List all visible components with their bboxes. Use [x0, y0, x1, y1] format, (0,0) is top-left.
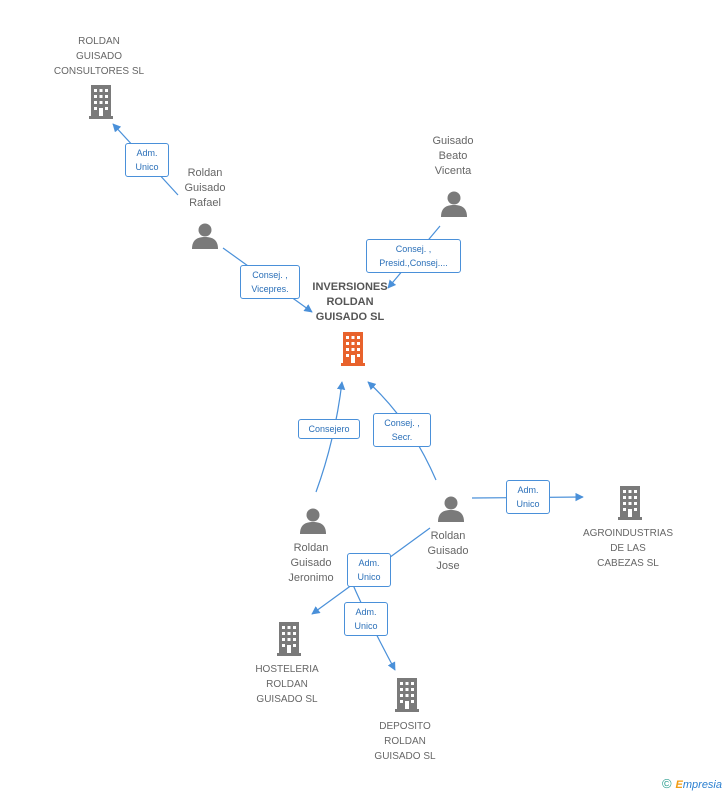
node-label-jose[interactable]: Roldan Guisado Jose: [427, 530, 469, 572]
node-label-deposito[interactable]: DEPOSITO ROLDAN GUISADO SL: [374, 721, 436, 762]
node-label-center[interactable]: INVERSIONES ROLDAN GUISADO SL: [312, 281, 388, 323]
node-label-rafael[interactable]: Roldan Guisado Rafael: [184, 167, 226, 209]
building-icon-roldan-consultores[interactable]: [89, 85, 113, 119]
person-icon-vicenta[interactable]: [441, 191, 467, 218]
node-label-hosteleria[interactable]: HOSTELERIA ROLDAN GUISADO SL: [255, 664, 319, 705]
brand-initial: E: [675, 779, 683, 791]
copyright-icon: ©: [661, 776, 672, 791]
edge-badge-vicenta-center[interactable]: Consej. , Presid.,Consej....: [366, 239, 461, 273]
node-label-vicenta[interactable]: Guisado Beato Vicenta: [432, 135, 474, 177]
edge-badge-rafael-consultores[interactable]: Adm. Unico: [125, 143, 169, 177]
node-label-roldan-consultores[interactable]: ROLDAN GUISADO CONSULTORES SL: [53, 36, 145, 77]
edge-badge-jose-deposito[interactable]: Adm. Unico: [344, 602, 388, 636]
person-icon-jose[interactable]: [438, 496, 464, 523]
building-icon-center[interactable]: [341, 332, 365, 366]
building-icon-deposito[interactable]: [395, 678, 419, 712]
building-icon-agroindustrias[interactable]: [618, 486, 642, 520]
edge-badge-jose-agro[interactable]: Adm. Unico: [506, 480, 550, 514]
edge-badge-jose-hosteleria[interactable]: Adm. Unico: [347, 553, 391, 587]
person-icon-rafael[interactable]: [192, 223, 218, 250]
person-icon-jeronimo[interactable]: [300, 508, 326, 535]
edge-badge-jose-center[interactable]: Consej. , Secr.: [373, 413, 431, 447]
node-label-jeronimo[interactable]: Roldan Guisado Jeronimo: [288, 542, 334, 584]
brand-name: mpresia: [682, 779, 722, 791]
edge-badge-rafael-center[interactable]: Consej. , Vicepres.: [240, 265, 300, 299]
edge-badge-jeronimo-center[interactable]: Consejero: [298, 419, 360, 439]
node-label-agroindustrias[interactable]: AGROINDUSTRIAS DE LAS CABEZAS SL: [582, 528, 673, 569]
building-icon-hosteleria[interactable]: [277, 622, 301, 656]
footer-brand[interactable]: ©Empresia: [662, 776, 722, 791]
